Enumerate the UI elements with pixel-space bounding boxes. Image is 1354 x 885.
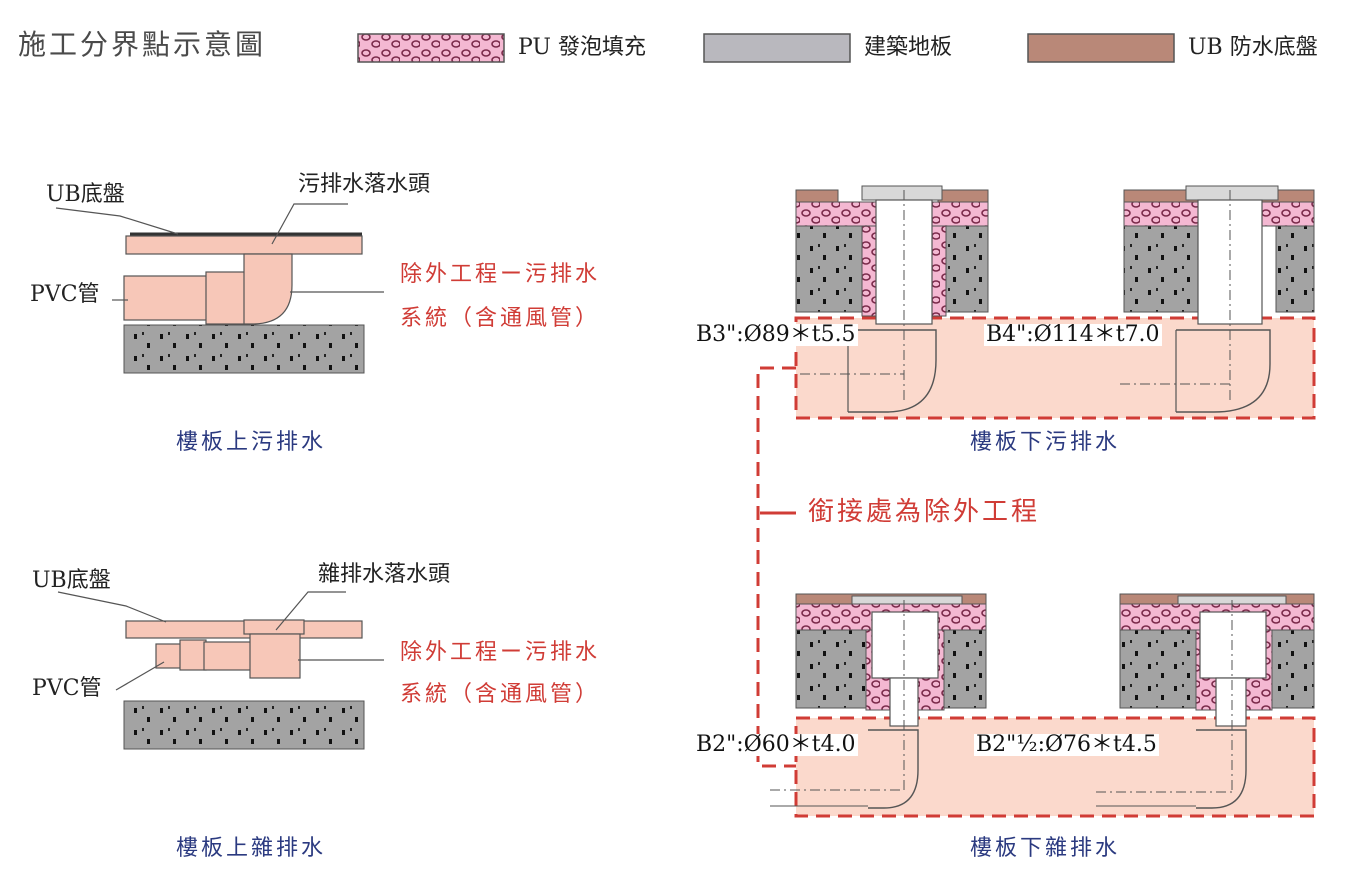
left-bottom-note-line2: 系統（含通風管） xyxy=(400,682,601,707)
left-top-ub-label: UB底盤 xyxy=(46,182,125,207)
left-bottom-note-line1: 除外工程ー污排水 xyxy=(400,640,601,665)
right-bottom-measure-left: B2":Ø60＊t4.0 xyxy=(694,732,858,757)
legend-pu-swatch xyxy=(357,33,505,63)
right-top-caption: 樓板下污排水 xyxy=(970,430,1121,455)
left-top-note-line1: 除外工程ー污排水 xyxy=(400,262,601,287)
right-bottom-measure-right: B2"½:Ø76＊t4.5 xyxy=(974,732,1159,757)
junction-label: 銜接處為除外工程 xyxy=(808,497,1041,527)
left-top-diagram xyxy=(55,203,384,374)
right-top-measure-right: B4":Ø114＊t7.0 xyxy=(984,322,1162,347)
left-bottom-pvc-label: PVC管 xyxy=(32,676,102,701)
legend-pu-label: PU 發泡填充 xyxy=(518,35,646,60)
right-bottom-diagram xyxy=(770,593,1316,818)
right-top-measure-left: B3":Ø89＊t5.5 xyxy=(694,322,858,347)
legend-floor-label: 建築地板 xyxy=(864,35,953,60)
legend-floor-swatch xyxy=(703,33,851,63)
left-top-drain-label: 污排水落水頭 xyxy=(298,172,431,197)
left-bottom-ub-label: UB底盤 xyxy=(32,568,111,593)
right-top-diagram xyxy=(794,185,1316,420)
left-bottom-drain-label: 雜排水落水頭 xyxy=(318,562,451,587)
left-top-note-line2: 系統（含通風管） xyxy=(400,306,601,331)
legend-ub-label: UB 防水底盤 xyxy=(1188,35,1318,60)
left-bottom-diagram xyxy=(57,591,384,750)
right-bottom-caption: 樓板下雜排水 xyxy=(970,836,1121,861)
legend xyxy=(357,33,1175,63)
page-title: 施工分界點示意圖 xyxy=(18,28,267,61)
left-top-pvc-label: PVC管 xyxy=(30,282,100,307)
legend-ub-swatch xyxy=(1027,33,1175,63)
left-bottom-caption: 樓板上雜排水 xyxy=(176,836,327,861)
left-top-caption: 樓板上污排水 xyxy=(176,430,327,455)
junction-bracket xyxy=(756,366,796,768)
